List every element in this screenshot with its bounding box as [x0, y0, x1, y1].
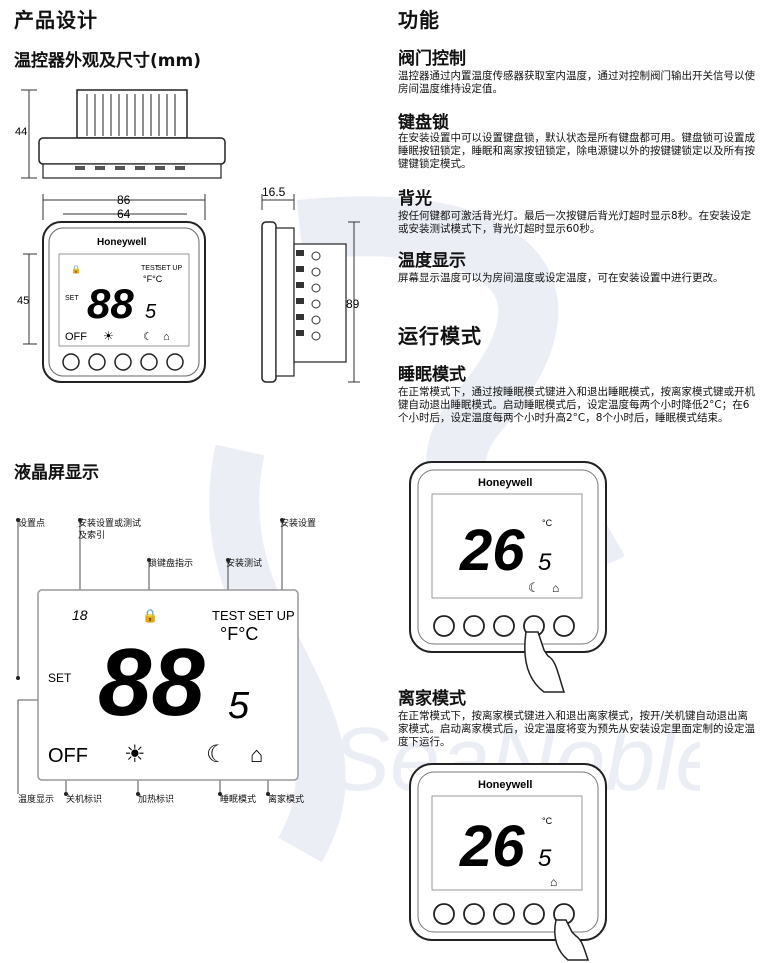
- valve-text: 温控器通过内置温度传感器获取室内温度，通过对控制阀门输出开关信号以使房间温度维持…: [398, 70, 755, 95]
- small-set: SET: [65, 295, 79, 302]
- backlight-text: 按任何键都可激活背光灯。最后一次按键后背光灯超时显示8秒。在安装设定或安装测试模…: [398, 210, 752, 235]
- dimensions-title: 温控器外观及尺寸(mm): [14, 51, 201, 71]
- away-home-icon: ⌂: [550, 875, 557, 889]
- temp-display-text: 屏幕显示温度可以为房间温度或设定温度，可在安装设置中进行更改。: [398, 272, 724, 284]
- keylock-text: 在安装设置中可以设置键盘锁，默认状态是所有键盘都可用。键盘锁可设置成睡眠按钮锁定…: [398, 132, 755, 170]
- away-digits: 26: [459, 814, 525, 879]
- label-install-test-index-2: 及索引: [78, 531, 106, 541]
- brand-away: Honeywell: [478, 779, 532, 791]
- lcd-diagram: 18 🔒 TEST SET UP SET 88 5 °F°C OFF ☀ ☾ ⌂: [16, 518, 299, 796]
- dim-45: 45: [17, 295, 29, 307]
- sleep-mode-text: 在正常模式下，通过按睡眠模式键进入和退出睡眠模式，按离家模式键或开机键自动退出睡…: [398, 386, 755, 424]
- dim-16-5: 16.5: [262, 186, 286, 199]
- label-heat: 加热标识: [138, 795, 175, 805]
- small-moon-icon: ☾: [143, 331, 153, 343]
- product-design-title: 产品设计: [14, 8, 98, 32]
- small-home-icon: ⌂: [163, 331, 170, 343]
- lcd-index: 18: [72, 607, 88, 623]
- small-test: TEST: [141, 265, 160, 272]
- keylock-title: 键盘锁: [398, 113, 449, 133]
- lcd-setup: SET UP: [248, 608, 295, 623]
- lcd-display-title: 液晶屏显示: [14, 463, 99, 483]
- lcd-set: SET: [48, 671, 72, 685]
- label-install-test: 安装测试: [226, 559, 263, 569]
- lcd-away-icon: ⌂: [250, 742, 263, 767]
- label-setpoint: 设置点: [18, 519, 46, 529]
- device-front-view: 86 64 45 Honeywell 🔒 TEST SET UP SET 88 …: [17, 193, 206, 383]
- away-dec: 5: [538, 845, 552, 872]
- small-off: OFF: [65, 331, 87, 343]
- dim-86: 86: [117, 193, 131, 207]
- sleep-moon-icon: ☾: [528, 580, 540, 595]
- label-away: 离家模式: [268, 795, 305, 805]
- sleep-dec: 5: [538, 549, 552, 576]
- label-sleep: 睡眠模式: [220, 795, 257, 805]
- lcd-lock-icon: 🔒: [142, 608, 158, 623]
- lcd-digits: 88: [98, 629, 205, 736]
- dim-44: 44: [15, 126, 27, 138]
- away-mode-text: 在正常模式下，按离家模式键进入和退出离家模式，按开/关机键自动退出离家模式。启动…: [398, 710, 755, 748]
- label-off: 关机标识: [66, 795, 103, 805]
- device-side-view: 16.5 89: [261, 186, 360, 383]
- small-dec: 5: [145, 301, 157, 323]
- sleep-digits: 26: [459, 518, 525, 583]
- sleep-home-icon: ⌂: [552, 581, 559, 595]
- lcd-test: TEST: [212, 608, 245, 623]
- small-lock-glyph: 🔒: [71, 265, 81, 274]
- small-unit: °F°C: [143, 274, 163, 284]
- dim-64: 64: [117, 207, 131, 221]
- brand-small: Honeywell: [97, 237, 147, 248]
- lcd-heat-icon: ☀: [124, 741, 146, 768]
- lcd-off: OFF: [48, 745, 88, 767]
- away-mode-title: 离家模式: [398, 689, 466, 709]
- label-install-setup: 安装设置: [280, 519, 317, 529]
- valve-title: 阀门控制: [398, 49, 466, 69]
- label-install-test-index: 安装设置或测试: [78, 519, 142, 529]
- small-sun-icon: ☀: [103, 329, 114, 343]
- device-sleep-mode: Honeywell 26 5 °C ☾ ⌂: [409, 461, 607, 693]
- label-lock: 锁键盘指示: [148, 559, 194, 569]
- function-title: 功能: [398, 8, 440, 32]
- small-digits: 88: [87, 280, 134, 327]
- away-unit: °C: [542, 816, 553, 826]
- brand-sleep: Honeywell: [478, 477, 532, 489]
- lcd-sleep-icon: ☾: [206, 741, 228, 768]
- dim-89: 89: [346, 297, 360, 311]
- sleep-unit: °C: [542, 518, 553, 528]
- sleep-mode-title: 睡眠模式: [398, 365, 466, 385]
- run-mode-title: 运行模式: [398, 324, 482, 348]
- lcd-unit: °F°C: [220, 624, 258, 644]
- device-away-mode: Honeywell 26 5 °C ⌂: [409, 763, 607, 961]
- small-setup: SET UP: [157, 265, 182, 272]
- lcd-dec: 5: [228, 685, 250, 727]
- device-top-view: 44: [15, 89, 226, 179]
- label-temp: 温度显示: [18, 795, 55, 805]
- backlight-title: 背光: [398, 189, 432, 209]
- temp-display-title: 温度显示: [398, 251, 466, 271]
